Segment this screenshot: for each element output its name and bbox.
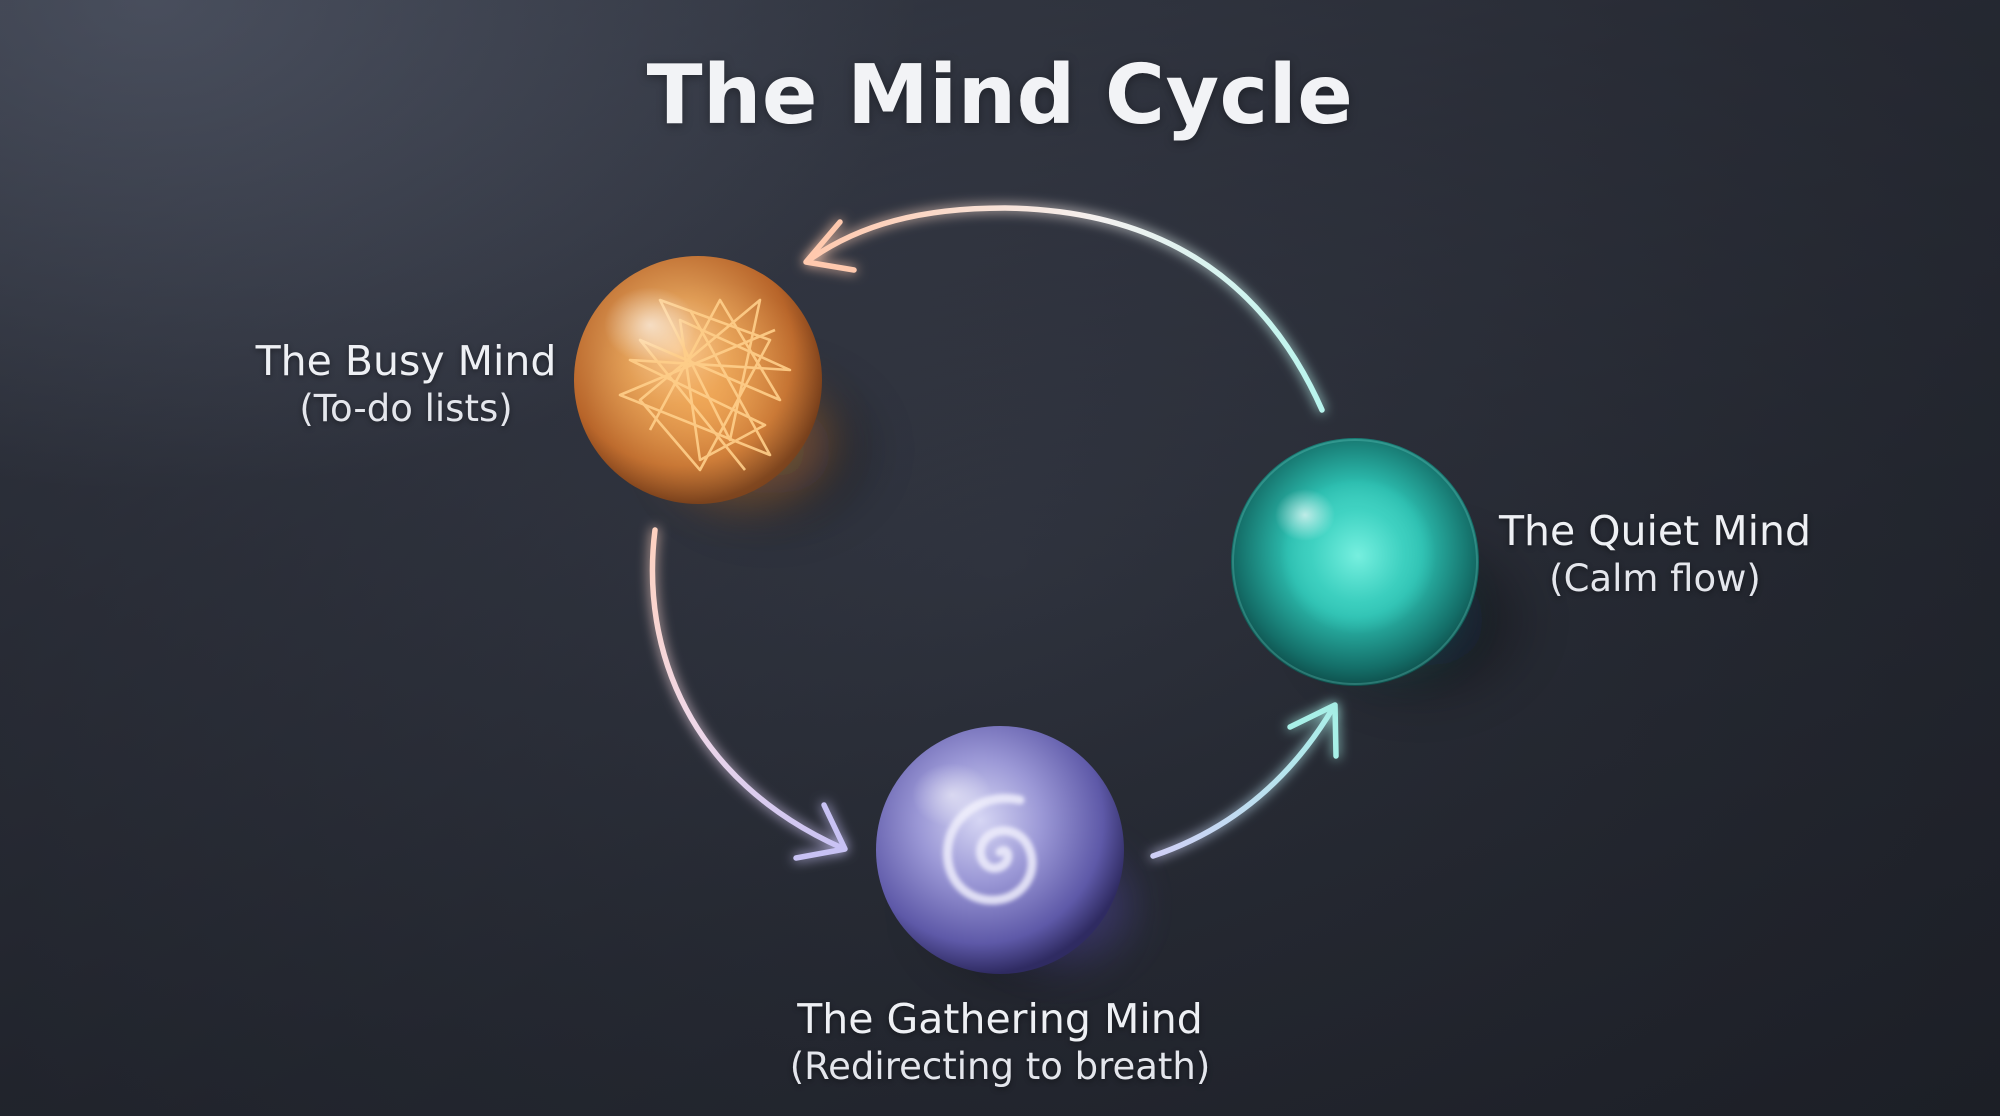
arrow-quiet-to-busy [803, 205, 1325, 413]
spiral-icon [943, 793, 1037, 905]
quiet-mind-subtitle: (Calm flow) [1549, 557, 1761, 600]
arrow-busy-to-gathering [649, 527, 848, 861]
diagram-title: The Mind Cycle [646, 48, 1354, 143]
quiet-mind-name: The Quiet Mind [1498, 507, 1812, 555]
gathering-mind-name: The Gathering Mind [797, 995, 1203, 1043]
busy-mind-orb [574, 256, 890, 540]
gathering-mind-orb [876, 726, 1130, 995]
quiet-mind-label: The Quiet Mind (Calm flow) [1480, 507, 1830, 603]
busy-mind-label: The Busy Mind (To-do lists) [236, 337, 576, 433]
gathering-mind-label: The Gathering Mind (Redirecting to breat… [750, 995, 1250, 1091]
arrow-gathering-to-quiet [1150, 702, 1339, 859]
quiet-mind-orb [1231, 438, 1545, 715]
busy-mind-subtitle: (To-do lists) [299, 387, 513, 430]
tangled-lines-icon [618, 298, 792, 472]
busy-mind-name: The Busy Mind [255, 337, 557, 385]
gathering-mind-subtitle: (Redirecting to breath) [789, 1045, 1211, 1088]
